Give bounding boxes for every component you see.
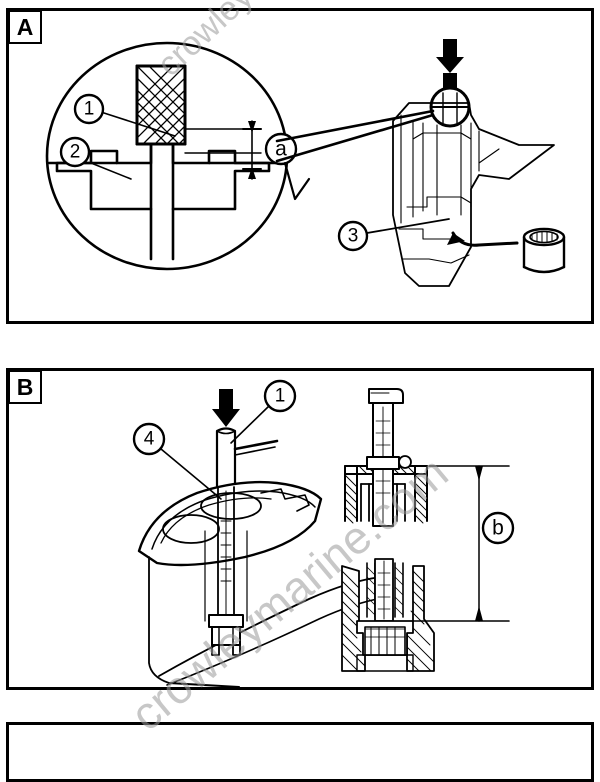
detail-leader-tail <box>283 161 311 201</box>
diagram-page: A <box>6 0 594 782</box>
dim-a-label: a <box>275 138 287 161</box>
dim-b-arrow-top <box>475 466 483 481</box>
gear-hub-right <box>171 142 271 211</box>
gearcase-skeg-line <box>168 682 240 688</box>
detail-leader-upper <box>275 109 435 143</box>
panel-b-label: B <box>8 370 42 404</box>
hatch-upper-right <box>414 474 428 524</box>
bushing-part <box>522 227 566 274</box>
gearcase-top-face <box>137 480 323 567</box>
callout-b1-label: 1 <box>275 386 286 407</box>
press-arrow-a <box>436 39 464 73</box>
callout-1-leader <box>103 112 176 137</box>
callout-b4-circle <box>132 422 166 456</box>
dim-a-arrow-top <box>248 121 256 133</box>
gearcase-side-wall <box>148 556 170 684</box>
callout-2-label: 2 <box>70 142 81 163</box>
callout-b1-circle <box>263 379 297 413</box>
driver-jaws <box>208 614 244 656</box>
panel-a-artwork: 1 2 3 a <box>45 39 566 287</box>
driver-shaft-ticks <box>220 520 232 582</box>
callout-b4-label: 4 <box>144 429 155 450</box>
panel-a: A <box>6 8 594 324</box>
callout-2-leader <box>90 162 132 180</box>
callout-1-label: 1 <box>84 99 95 120</box>
callout-2-circle <box>59 136 91 168</box>
detail-leader-lower <box>275 113 435 163</box>
gearcase-lower-curve-2 <box>166 596 390 686</box>
panel-a-label: A <box>8 10 42 44</box>
gearcase-body-a <box>392 102 555 287</box>
panel-b: B <box>6 368 594 690</box>
gearcase-internal-lines <box>398 114 500 264</box>
dim-a-arrow-bottom <box>248 167 256 179</box>
callout-3-leader <box>366 218 450 234</box>
bushing-install-arrowhead <box>447 233 465 245</box>
gearcase-top-hole <box>162 514 220 544</box>
callout-3-circle <box>337 220 369 252</box>
callout-3-label: 3 <box>348 226 359 247</box>
dim-b-label: b <box>492 517 504 540</box>
puller-lower-section <box>341 558 435 672</box>
gearcase-flat-step <box>260 488 310 512</box>
puller-upper-section <box>344 388 428 527</box>
dim-b-arrow-bottom <box>475 606 483 621</box>
callout-b1-leader <box>230 404 271 444</box>
callout-1-circle <box>73 93 105 125</box>
panel-c-cropped <box>6 722 594 782</box>
press-arrow-b <box>212 389 240 427</box>
hatch-upper-left <box>344 474 358 524</box>
callout-b4-leader <box>160 448 222 500</box>
driver-rod-upper <box>215 427 237 491</box>
panel-b-artwork: 1 4 b <box>132 379 515 688</box>
gearcase-boss-b <box>200 492 262 520</box>
dim-b-circle <box>481 511 515 545</box>
driver-cross-pin <box>233 439 279 451</box>
bushing-install-arrow <box>451 231 519 247</box>
